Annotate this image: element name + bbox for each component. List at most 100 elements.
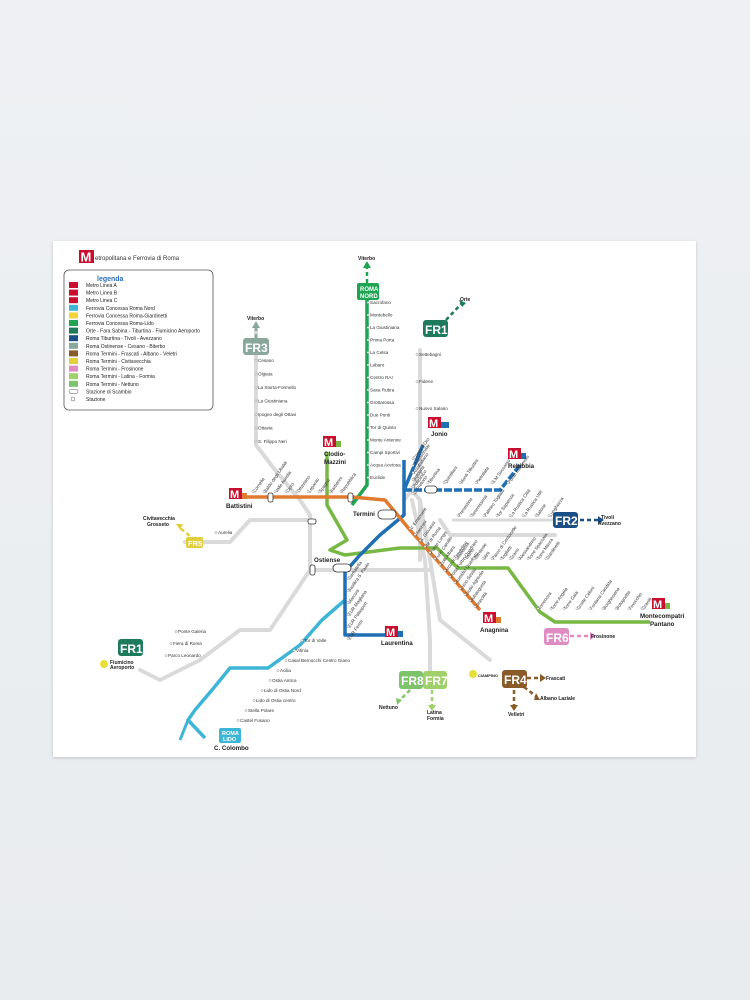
station-laurentina: Laurentina <box>381 640 413 647</box>
svg-text:Orte - Fara Sabina - Tiburtina: Orte - Fara Sabina - Tiburtina - Fiumici… <box>86 329 200 335</box>
station-label: Montebello <box>370 313 393 318</box>
laurentina-metro-b-icon: M <box>385 626 403 639</box>
airplane-icon-ciampino <box>469 670 477 678</box>
station-label: Campi Sportivi <box>370 450 400 455</box>
station-label: Parco Leonardo <box>168 653 201 658</box>
station-label: Ipogeo degli Ottavi <box>258 412 296 417</box>
legend-item: Ferrovia Concessa Roma-Lido <box>69 320 154 327</box>
svg-text:M: M <box>653 599 662 611</box>
station-label: Olgiata <box>258 372 273 377</box>
svg-text:FR7: FR7 <box>425 674 448 688</box>
jonio-metro-b1-icon: M <box>428 417 449 430</box>
interchange-markers <box>267 485 438 576</box>
station-label: Ostia Antica <box>272 678 297 683</box>
svg-text:ROMA: ROMA <box>360 287 379 293</box>
terminal-arrows <box>176 261 604 711</box>
fr3-badge: FR3 <box>243 338 269 355</box>
svg-text:M: M <box>429 418 438 430</box>
svg-text:Ferrovia Concessa Roma Nord: Ferrovia Concessa Roma Nord <box>86 306 155 312</box>
svg-text:Stazione di Scambio: Stazione di Scambio <box>86 389 132 395</box>
label-orte: Orte <box>460 297 471 303</box>
station-label: Settebagni <box>419 352 441 357</box>
station-label: Saxa Rubra <box>370 388 395 393</box>
metro-logos: M M M M M M M <box>229 417 670 639</box>
svg-text:FR8: FR8 <box>401 674 424 688</box>
svg-text:Roma Termini - Frosinone: Roma Termini - Frosinone <box>86 367 144 373</box>
fr2-badge: FR2 <box>553 512 578 528</box>
roma-lido-badge: ROMA LIDO <box>219 728 241 743</box>
svg-text:M: M <box>509 449 518 461</box>
station-label: Sacrofano <box>370 300 391 305</box>
label-albano: Albano Laziale <box>540 696 575 702</box>
fr1-north-badge: FR1 <box>423 320 448 337</box>
station-label: Aurelia <box>218 530 233 535</box>
rebibbia-metro-b-icon: M <box>508 448 526 461</box>
svg-text:FR2: FR2 <box>555 514 578 528</box>
legend-item: Roma Ostinense - Cesano - Biterbo <box>69 342 165 350</box>
svg-text:M: M <box>324 437 333 449</box>
fr4-badge: FR4 <box>502 670 527 688</box>
station-label: Nuovo Salario <box>419 406 448 411</box>
svg-text:FR6: FR6 <box>546 631 569 645</box>
metro-map: M etropolitana e Ferrovia di Roma legend… <box>63 250 685 752</box>
label-grosseto: Grosseto <box>147 522 169 528</box>
map-title: M etropolitana e Ferrovia di Roma <box>79 250 180 265</box>
label-viterbo-fr3: Viterbo <box>247 316 264 322</box>
fr8-badge: FR8 <box>399 671 424 689</box>
legend-item: Roma Termini - Frascati - Albano - Velet… <box>69 350 177 357</box>
station-label: Casal Bernocchi Centro Giano <box>288 658 350 663</box>
roma-lido-line <box>186 598 347 740</box>
label-tivoli: Tivoli <box>601 515 615 521</box>
station-label: Prima Porta <box>370 338 395 343</box>
label-latina: Latina <box>427 710 442 716</box>
fr8-extension <box>399 689 411 701</box>
svg-text:Metro Linea C: Metro Linea C <box>86 298 118 304</box>
legend-item: Ferrovia Concessa Roma Nord <box>69 304 155 312</box>
fr7-badge: FR7 <box>423 671 448 689</box>
svg-text:FR1: FR1 <box>425 323 448 337</box>
label-frosinone: Frosinone <box>591 634 615 640</box>
station-label: S. Filippo Neri <box>258 439 287 444</box>
station-anagnina: Anagnina <box>480 627 509 634</box>
station-label: Pietralata <box>475 465 490 484</box>
station-clodio: Clodio- <box>324 451 345 458</box>
metro-line-c <box>325 452 650 624</box>
station-mazzini: Mazzini <box>324 459 346 466</box>
legend-item: Orte - Fara Sabina - Tiburtina - Fiumici… <box>69 327 200 335</box>
label-viterbo-nord: Viterbo <box>358 256 375 262</box>
station-label: Cipro <box>285 481 296 493</box>
label-avezzano: Avezzano <box>598 521 621 527</box>
svg-text:M: M <box>230 489 239 501</box>
label-formia: Formia <box>427 716 444 722</box>
tiburtina-interchange <box>424 485 438 494</box>
station-label: Due Ponti <box>370 413 390 418</box>
metro-line-b1 <box>402 444 425 491</box>
roma-nord-badge: ROMA NORD <box>357 283 379 300</box>
metro-line-b-east <box>404 463 522 492</box>
legend-item: Stazione <box>70 396 106 403</box>
svg-text:Metro Linea B: Metro Linea B <box>86 291 118 297</box>
fr-rail-lines <box>138 328 557 682</box>
station-label: Tor di Valle <box>304 638 327 643</box>
station-label: La Storta-Formello <box>258 385 296 390</box>
metro-line-b <box>343 460 406 637</box>
label-frascati: Frascati <box>546 676 566 682</box>
station-label: Quintiliani <box>443 465 459 484</box>
label-civitavecchia: Civitavecchia <box>143 516 175 522</box>
station-label: Teano <box>464 547 476 560</box>
station-label: Fiera di Roma <box>173 641 202 646</box>
roma-lido-branch <box>178 719 190 741</box>
svg-text:etropolitana e Ferrovia di Rom: etropolitana e Ferrovia di Roma <box>95 256 180 262</box>
fr4-albano-extension <box>523 686 538 698</box>
station-label: Tor di Quinto <box>370 425 396 430</box>
legend-item: Roma Termini - Frosinone <box>69 365 144 373</box>
svg-text:FR3: FR3 <box>245 341 268 355</box>
svg-text:M: M <box>81 250 92 265</box>
label-fiumicino: Fiumicino <box>110 660 134 666</box>
station-termini: Termini <box>353 511 375 518</box>
svg-text:Roma Termini - Frascati - Alba: Roma Termini - Frascati - Albano - Velet… <box>86 351 177 357</box>
svg-text:Roma Ostinense - Cesano - Bite: Roma Ostinense - Cesano - Biterbo <box>86 344 165 350</box>
fr6-badge: FR6 <box>544 628 569 645</box>
station-label: La Celsa <box>370 350 389 355</box>
